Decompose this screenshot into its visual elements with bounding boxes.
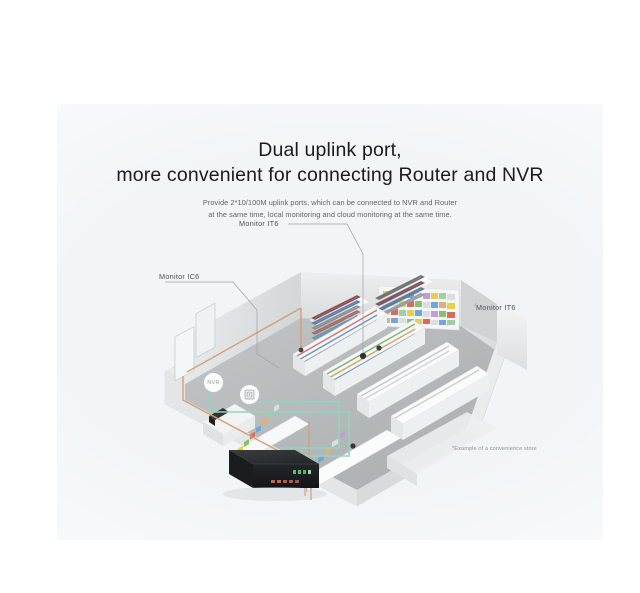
nvr-badge-label: NVR: [207, 379, 220, 386]
leader-line-right: [474, 302, 477, 307]
headline-block: Dual uplink port, more convenient for co…: [57, 138, 603, 220]
leader-line-top: [288, 223, 364, 353]
leader-line-left: [165, 281, 280, 369]
switch-shadow: [223, 487, 327, 501]
camera-dot-1: [359, 352, 367, 360]
wall-shelf-units: [309, 275, 433, 340]
isometric-store-illustration: [57, 104, 603, 540]
ceiling-cameras: [298, 345, 382, 449]
page-title-line-1: Dual uplink port,: [258, 139, 402, 161]
store-glass-doors: [174, 302, 216, 382]
router-icon: [244, 389, 255, 400]
page-title-line-2: more convenient for connecting Router an…: [116, 164, 544, 186]
page-subtitle: Provide 2*10/100M uplink ports, which ca…: [57, 197, 603, 220]
nvr-badge: NVR: [203, 372, 224, 393]
callout-label-monitor-ic6-left: Monitor IC6: [159, 272, 200, 281]
switch-port-leds: [271, 470, 311, 483]
footnote-text: *Example of a convenience store: [452, 446, 537, 452]
camera-dot-4: [350, 443, 356, 449]
page-subtitle-line-2: at the same time, local monitoring and c…: [208, 209, 452, 219]
camera-dot-2: [376, 345, 382, 351]
network-switch-device: [229, 450, 319, 488]
page-subtitle-line-1: Provide 2*10/100M uplink ports, which ca…: [202, 198, 458, 207]
router-badge: [239, 384, 260, 405]
callout-label-monitor-it6-top: Monitor IT6: [239, 219, 279, 228]
callout-leader-lines: [165, 223, 477, 369]
callout-label-monitor-it6-right: Monitor IT6: [476, 303, 516, 312]
camera-dot-3: [298, 347, 304, 353]
